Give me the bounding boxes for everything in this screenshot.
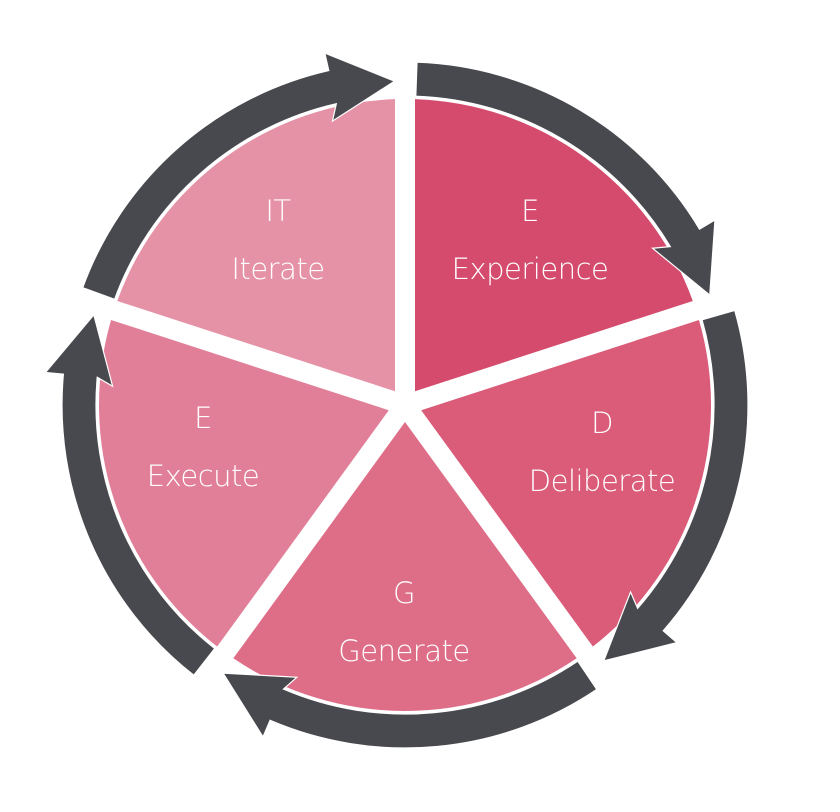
segment-abbr: E — [521, 194, 539, 228]
cycle-arrows — [44, 52, 749, 749]
wedge-execute — [98, 320, 389, 647]
segment-abbr: E — [194, 401, 212, 435]
arrow-iterate-icon — [81, 52, 396, 301]
segment-abbr: IT — [265, 194, 291, 228]
wedge-iterate — [117, 99, 395, 392]
segment-label-experience: E Experience — [452, 182, 609, 298]
arrow-deliberate-icon — [602, 309, 749, 662]
segment-label-execute: E Execute — [146, 389, 260, 505]
segment-abbr: D — [591, 406, 613, 440]
arrow-generate-icon — [221, 660, 598, 749]
segment-name: Generate — [338, 634, 470, 668]
segment-abbr: G — [393, 576, 415, 610]
segment-name: Deliberate — [528, 464, 676, 498]
arrow-experience-icon — [415, 61, 716, 297]
wedge-experience — [415, 99, 693, 392]
segment-label-generate: G Generate — [338, 564, 470, 680]
segment-name: Execute — [146, 459, 260, 493]
segment-label-deliberate: D Deliberate — [528, 394, 676, 510]
segment-label-iterate: IT Iterate — [231, 182, 325, 298]
wedge-generate — [233, 422, 577, 711]
wedge-deliberate — [421, 320, 712, 647]
pie-wedges — [98, 99, 712, 711]
arrow-execute-icon — [44, 313, 216, 677]
segment-name: Iterate — [231, 252, 325, 286]
segment-name: Experience — [451, 252, 609, 286]
